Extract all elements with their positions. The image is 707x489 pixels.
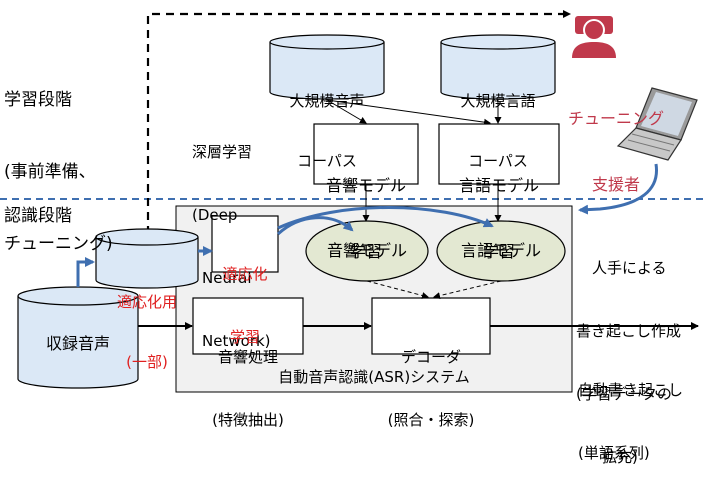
- recorded-audio-label: 収録音声: [45, 334, 110, 353]
- language-corpus-line-1: 大規模言語: [460, 92, 536, 110]
- training-phase-label: 学習段階 (事前準備、 チューニング): [4, 40, 113, 280]
- acoustic-model-to-decoder-arrow: [366, 280, 429, 299]
- training-phase-line-1: 学習段階: [4, 90, 72, 110]
- decoder-line-1: デコーダ: [400, 348, 461, 366]
- language-training-line-1: 言語モデル: [458, 176, 539, 195]
- acoustic-processing-line-1: 音響処理: [217, 348, 278, 366]
- decoder-line-2: (照合・探索): [387, 411, 475, 429]
- deep-learning-title: 深層学習: [192, 143, 253, 161]
- output-line-1: 自動書き起こし: [578, 381, 684, 399]
- language-model-label: 言語モデル: [460, 241, 541, 260]
- language-corpus-cylinder: [440, 34, 556, 100]
- adaptation-training-line-2: 学習: [229, 328, 260, 346]
- adaptation-training-line-1: 適応化: [222, 265, 268, 283]
- decoder-box: [371, 297, 491, 355]
- deep-learning-en-3: Network): [202, 332, 271, 350]
- asr-system-label: 自動音声認識(ASR)システム: [278, 368, 470, 386]
- adaptation-data-line-1: 適応化用: [116, 293, 177, 311]
- speech-corpus-cylinder: [269, 34, 385, 100]
- language-model-to-decoder-arrow: [433, 280, 502, 300]
- acoustic-processing-line-2: (特徴抽出): [212, 411, 284, 429]
- recognition-phase-label: 認識段階: [4, 206, 72, 226]
- speech-corpus-label: 大規模音声 コーパス: [270, 51, 384, 191]
- audio-to-adaptation-data-arrow: [76, 257, 95, 287]
- laptop-icon: [616, 87, 698, 161]
- person-icon: [572, 16, 616, 58]
- adaptation-training-label: 適応化 学習: [212, 222, 278, 369]
- tuning-supporter-line-1: チューニング: [567, 109, 664, 128]
- tuning-supporter-line-2: 支援者: [591, 175, 640, 194]
- deep-learning-en-1: (Deep: [192, 206, 238, 224]
- adaptation-data-cylinder: [95, 228, 199, 289]
- speech-to-language-arrow: [326, 99, 491, 126]
- tuning-supporter-label: チューニング 支援者: [566, 64, 666, 218]
- diagram-canvas: [0, 10, 707, 393]
- adaptation-to-language-model-arrow: [277, 206, 494, 230]
- asr-diagram: 学習段階 (事前準備、 チューニング) 認識段階 深層学習 (Deep Neur…: [0, 10, 707, 466]
- laptop-to-transcription-arrow: [578, 163, 658, 215]
- acoustic-processing-box: [192, 297, 304, 355]
- acoustic-training-line-1: 音響モデル: [325, 176, 406, 195]
- acoustic-training-box: [313, 123, 419, 185]
- adaptation-to-acoustic-model-arrow: [276, 216, 354, 236]
- language-training-box: [438, 123, 560, 185]
- acoustic-training-label: 音響モデル 学習: [314, 131, 418, 285]
- language-corpus-label: 大規模言語 コーパス: [441, 51, 555, 191]
- training-phase-line-2: (事前準備、: [4, 162, 96, 182]
- training-phase-line-3: チューニング): [4, 234, 113, 254]
- speech-corpus-line-2: コーパス: [297, 152, 357, 170]
- acoustic-model-label: 音響モデル: [326, 241, 407, 260]
- language-training-label: 言語モデル 学習: [439, 131, 559, 285]
- language-training-line-2: 学習: [482, 242, 515, 261]
- deep-learning-en-2: Neural: [202, 269, 252, 287]
- speech-to-acoustic-arrow: [326, 99, 367, 124]
- acoustic-training-line-2: 学習: [349, 242, 382, 261]
- deep-learning-label: 深層学習 (Deep Neural Network): [192, 100, 270, 373]
- language-corpus-line-2: コーパス: [468, 152, 528, 170]
- adaptation-data-line-2: (一部): [126, 353, 168, 371]
- recorded-audio-cylinder: [17, 286, 139, 389]
- output-line-2: (単語系列): [578, 444, 650, 462]
- output-label: 自動書き起こし (単語系列): [578, 338, 683, 485]
- adaptation-data-label: 適応化用 (一部): [96, 252, 198, 392]
- transcription-note-line-1: 人手による: [592, 259, 667, 277]
- adaptation-training-box: [211, 215, 279, 273]
- transcription-note-line-2: 書き起こし作成: [576, 322, 682, 340]
- speech-corpus-line-1: 大規模音声: [289, 92, 365, 110]
